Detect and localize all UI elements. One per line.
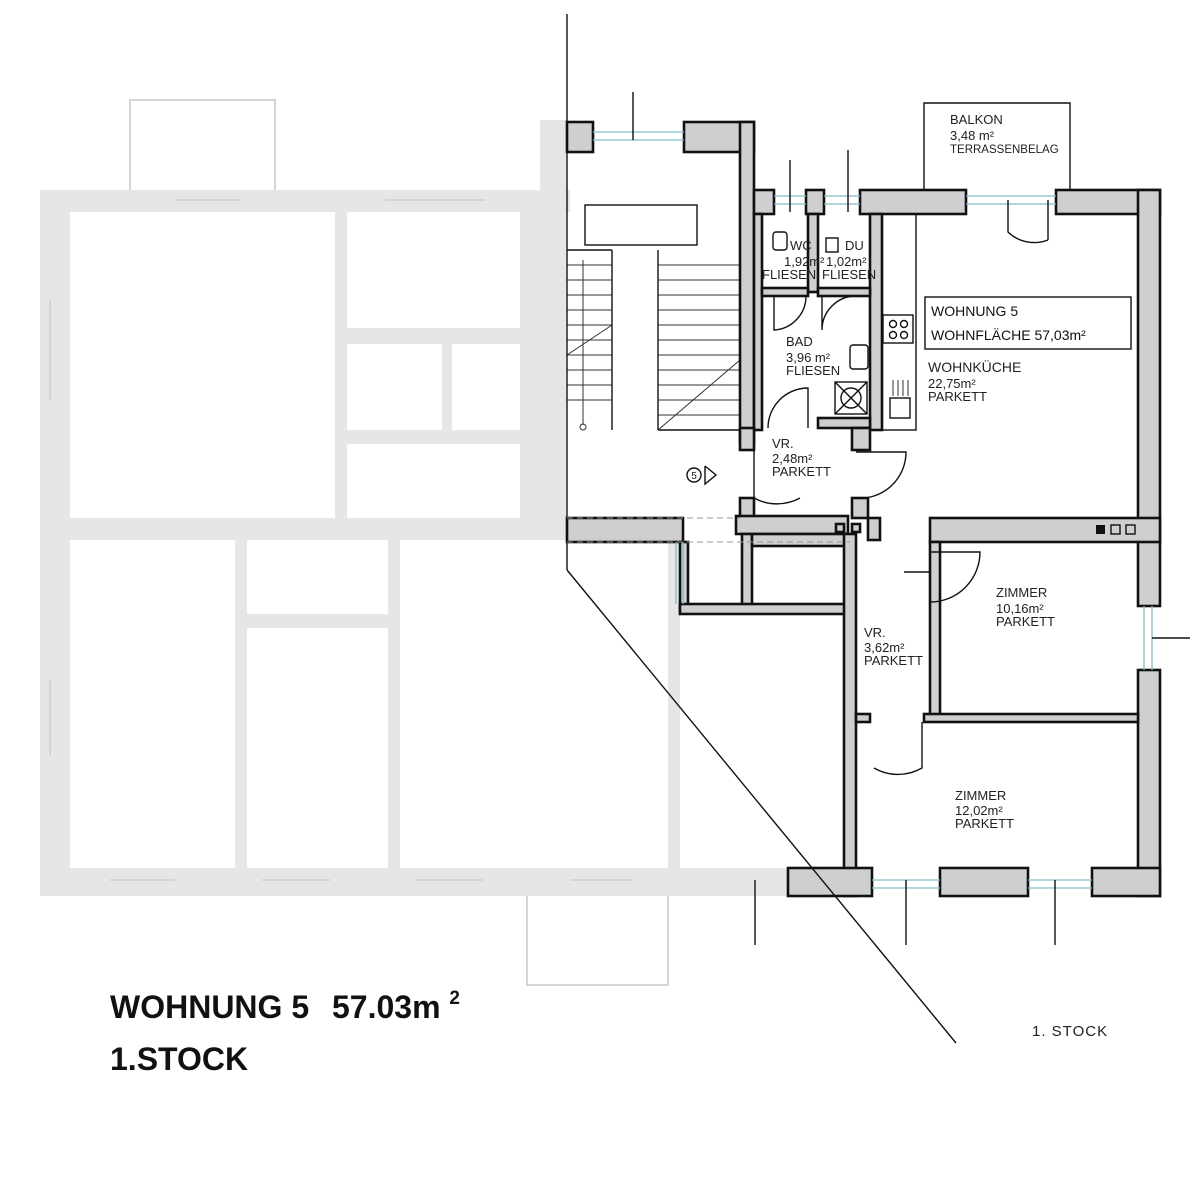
floor-label: 1. STOCK	[1032, 1023, 1108, 1040]
vr1-finish: PARKETT	[772, 464, 831, 479]
caption-line2: 1.STOCK	[110, 1041, 248, 1077]
svg-text:5: 5	[691, 471, 697, 482]
bad-name: BAD	[786, 334, 813, 349]
walls	[565, 120, 1162, 898]
caption-line1: WOHNUNG 5 57.03m 2	[110, 988, 460, 1025]
wohnkueche-finish: PARKETT	[928, 389, 987, 404]
vr1-area: 2,48m²	[772, 451, 813, 466]
zimmer1-area: 10,16m²	[996, 601, 1044, 616]
bad-area: 3,96 m²	[786, 350, 831, 365]
bad-finish: FLIESEN	[786, 363, 840, 378]
wc-finish: FLIESEN	[762, 267, 816, 282]
balkon-area: 3,48 m²	[950, 128, 995, 143]
vr2-name: VR.	[864, 625, 886, 640]
zimmer2-area: 12,02m²	[955, 803, 1003, 818]
du-name: DU	[845, 238, 864, 253]
cut-lines	[566, 14, 957, 1044]
du-finish: FLIESEN	[822, 267, 876, 282]
caption-unit: WOHNUNG 5	[110, 989, 309, 1025]
wohnkueche-name: WOHNKÜCHE	[928, 358, 1021, 375]
caption-area: 57.03m	[332, 989, 441, 1025]
zimmer1-finish: PARKETT	[996, 614, 1055, 629]
doors	[753, 200, 1049, 776]
zimmer2-finish: PARKETT	[955, 816, 1014, 831]
wc-area: 1,92m²	[784, 254, 825, 269]
stair-core	[566, 204, 741, 431]
vr1-name: VR.	[772, 436, 794, 451]
vr2-area: 3,62m²	[864, 640, 905, 655]
unit-box-line2: WOHNFLÄCHE 57,03m²	[931, 327, 1086, 343]
ghost-neighbour-plan	[40, 99, 800, 986]
unit-info-box: WOHNUNG 5 WOHNFLÄCHE 57,03m²	[924, 296, 1132, 350]
room-labels: BALKON 3,48 m² TERRASSENBELAG WC 1,92m² …	[762, 112, 1059, 831]
balkon-name: BALKON	[950, 112, 1003, 127]
vr2-finish: PARKETT	[864, 653, 923, 668]
zimmer1-name: ZIMMER	[996, 585, 1047, 600]
unit-box-line1: WOHNUNG 5	[931, 303, 1018, 319]
balcony	[923, 102, 1071, 190]
wc-name: WC	[790, 238, 812, 253]
balkon-finish: TERRASSENBELAG	[950, 144, 1059, 156]
fixtures	[772, 213, 1136, 535]
caption: WOHNUNG 5 57.03m 2 1.STOCK	[110, 988, 460, 1077]
wohnkueche-area: 22,75m²	[928, 376, 976, 391]
stair-treads	[566, 260, 741, 431]
du-area: 1,02m²	[826, 254, 867, 269]
windows	[593, 92, 1190, 945]
entrance-marker: 5	[686, 465, 718, 486]
caption-superscript: 2	[449, 988, 460, 1009]
zimmer2-name: ZIMMER	[955, 788, 1006, 803]
